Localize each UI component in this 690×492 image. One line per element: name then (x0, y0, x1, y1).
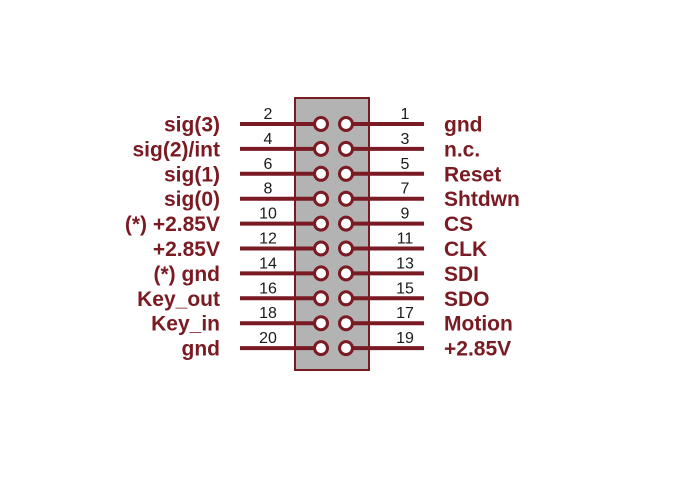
pin-number: 2 (264, 106, 273, 123)
left-pin-pad (313, 165, 329, 182)
right-pin-pad (338, 116, 354, 132)
left-pin-pad (313, 340, 329, 357)
left-pin-label: Key_in (151, 313, 220, 336)
pin-number: 6 (264, 156, 273, 173)
right-pin-pad (338, 315, 354, 332)
pin-number: 5 (401, 156, 410, 173)
pin-number: 9 (401, 206, 410, 223)
pin-number: 1 (401, 106, 410, 123)
connector-body (294, 97, 370, 371)
left-pin-label: Key_out (137, 288, 220, 311)
right-pin-label: CS (444, 213, 473, 236)
pin-number: 4 (264, 131, 273, 148)
right-pin-pad (338, 265, 354, 282)
pin-number: 12 (259, 231, 277, 248)
right-pin-pad (338, 340, 354, 357)
pin-number: 8 (264, 181, 273, 198)
left-pin-pad (313, 290, 329, 307)
pin-number: 13 (396, 255, 414, 272)
pin-number: 16 (259, 280, 277, 297)
right-pin-label: Shtdwn (444, 188, 520, 211)
left-pin-pad (313, 140, 329, 157)
pin-number: 3 (401, 131, 410, 148)
left-pin-label: (*) gnd (154, 263, 220, 286)
right-pin-pad (338, 215, 354, 232)
left-pin-label: +2.85V (153, 238, 220, 261)
right-pin-pad (338, 165, 354, 182)
right-pin-pad (338, 240, 354, 257)
left-pin-label: sig(2)/int (133, 138, 221, 161)
left-pin-label: gnd (182, 338, 220, 361)
left-pin-label: sig(3) (164, 114, 220, 137)
pin-number: 18 (259, 305, 277, 322)
left-pin-pad (313, 265, 329, 282)
right-pin-pad (338, 190, 354, 207)
right-pin-label: n.c. (444, 138, 480, 161)
right-pin-label: Motion (444, 313, 513, 336)
right-pin-label: Reset (444, 163, 501, 186)
left-pin-pad (313, 116, 329, 132)
pins-layer: 2 sig(3) 4 sig(2)/int 6 sig(1) 8 sig(0) 10 (*) +2… (125, 106, 520, 361)
left-pin-pad (313, 315, 329, 332)
left-pin-pad (313, 240, 329, 257)
left-pin-label: sig(0) (164, 188, 220, 211)
right-pin-pad (338, 290, 354, 307)
left-pin-pad (313, 190, 329, 207)
pin-number: 20 (259, 330, 277, 347)
right-pin-label: gnd (444, 114, 482, 137)
left-pin-pad (313, 215, 329, 232)
left-pin-label: sig(1) (164, 163, 220, 186)
right-pin-label: +2.85V (444, 338, 511, 361)
left-pin-label: (*) +2.85V (125, 213, 220, 236)
right-pin-pad (338, 140, 354, 157)
right-pin-label: SDO (444, 288, 490, 311)
right-pin-label: SDI (444, 263, 479, 286)
pin-number: 7 (401, 181, 410, 198)
pin-number: 15 (396, 280, 414, 297)
right-pin-label: CLK (444, 238, 487, 261)
pin-number: 17 (396, 305, 414, 322)
pin-number: 11 (397, 231, 414, 248)
pin-number: 14 (259, 255, 277, 272)
pin-number: 10 (259, 206, 277, 223)
pin-number: 19 (396, 330, 414, 347)
